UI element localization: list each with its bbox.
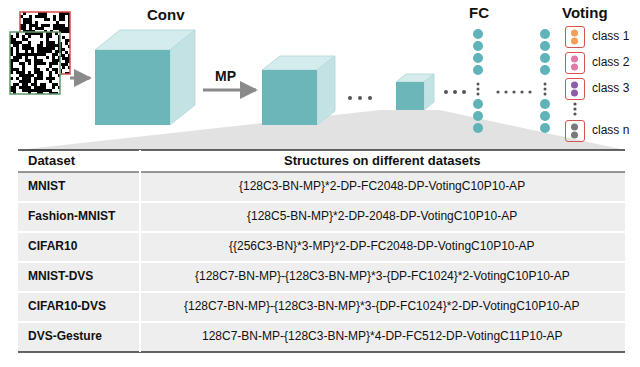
class-label: class 3 [592,81,629,95]
structure-cell: {128C7-BN-MP}-{128C3-BN-MP}*3-{DP-FC1024… [184,300,580,314]
flow-arrow [203,89,256,92]
table-header: Structures on different datasets [284,154,481,169]
table-body-ground [18,172,625,352]
structure-cell: 128C7-BN-MP-{128C3-BN-MP}*4-DP-FC512-DP-… [202,330,563,344]
voting-class-box: class 1 [565,26,585,48]
spike-dots [566,53,583,72]
event-frame [10,32,61,95]
dataset-name: MNIST-DVS [28,270,93,284]
dataset-name: MNIST [28,180,65,194]
layer-heading: Conv [147,6,185,23]
table-header: Dataset [28,154,75,169]
ellipsis-dots [444,90,466,94]
event-frame [20,12,71,75]
structure-cell: {128C3-BN-MP}*2-DP-FC2048-DP-VotingC10P1… [239,180,525,194]
spike-dots [566,79,583,98]
feature-cube [396,74,434,110]
ellipsis-dots [348,96,372,100]
conv-cube [95,30,195,125]
feature-cube [262,56,335,125]
structure-cell: {128C7-BN-MP}-{128C3-BN-MP}*3-{DP-FC1024… [195,270,570,284]
conv-layer: Conv [95,30,195,125]
voting-class-box: class 3 [565,78,585,100]
dataset-name: Fashion-MNIST [28,210,115,224]
spike-dots [566,121,583,140]
table-rule [18,172,625,173]
class-label: class 1 [592,29,629,43]
dataset-name: DVS-Gesture [28,330,102,344]
layer-heading: FC [469,4,489,21]
table-header-ground [18,150,625,172]
flow-arrow [70,77,90,80]
dataset-name: CIFAR10 [28,240,77,254]
row-separators [18,202,625,322]
table-rule [18,351,625,353]
layer-heading: Voting [562,4,608,21]
dataset-name: CIFAR10-DVS [28,300,106,314]
column-separator [139,150,141,352]
voting-class-box: class 2 [565,52,585,74]
spike-dots [566,27,583,46]
ellipsis-dots [496,90,531,93]
input-images [10,12,71,95]
operation-label: MP [215,68,236,84]
structure-cell: {{256C3-BN}*3-MP}*2-DP-FC2048-DP-VotingC… [229,240,535,254]
class-label: class n [592,123,629,137]
table-rule [18,149,625,151]
fc-neurons [473,29,550,133]
structure-cell: {128C5-BN-MP}*2-DP-2048-DP-VotingC10P10-… [247,210,517,224]
ellipsis-dots [573,102,576,115]
class-label: class 2 [592,55,629,69]
voting-class-box: class n [565,120,585,142]
